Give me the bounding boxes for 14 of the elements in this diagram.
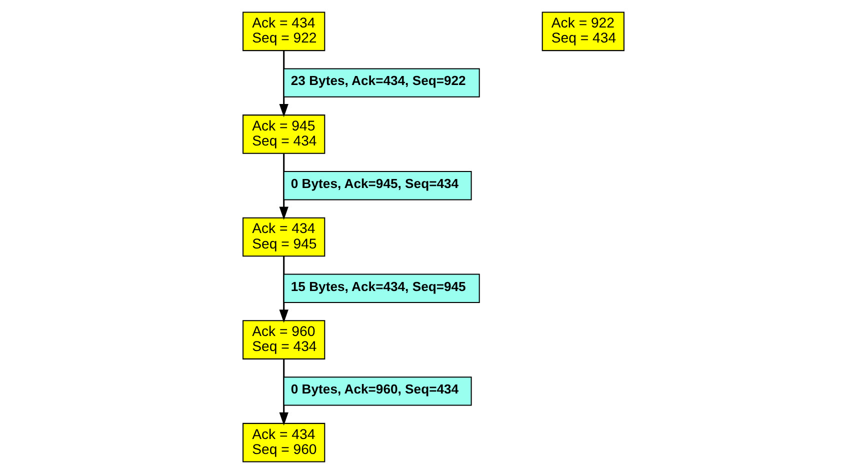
arrow <box>279 50 288 118</box>
edge-label: 0 Bytes, Ack=960, Seq=434 <box>290 382 459 397</box>
edge-label: 23 Bytes, Ack=434, Seq=922 <box>290 73 466 88</box>
arrow <box>279 359 288 426</box>
node-box: Ack = 434 Seq = 945 <box>242 217 326 257</box>
node-box: Ack = 922 Seq = 434 <box>542 12 624 52</box>
edge-label: 15 Bytes, Ack=434, Seq=945 <box>290 278 466 294</box>
node-box: Ack = 960 Seq = 434 <box>242 320 326 360</box>
node-box: Ack = 945 Seq = 434 <box>242 114 326 154</box>
node-box: Ack = 434 Seq = 922 <box>242 12 326 52</box>
edge-label: 0 Bytes, Ack=945, Seq=434 <box>290 176 459 192</box>
arrow <box>279 256 288 323</box>
node-box: Ack = 434 Seq = 960 <box>242 422 326 462</box>
arrow <box>279 154 288 220</box>
